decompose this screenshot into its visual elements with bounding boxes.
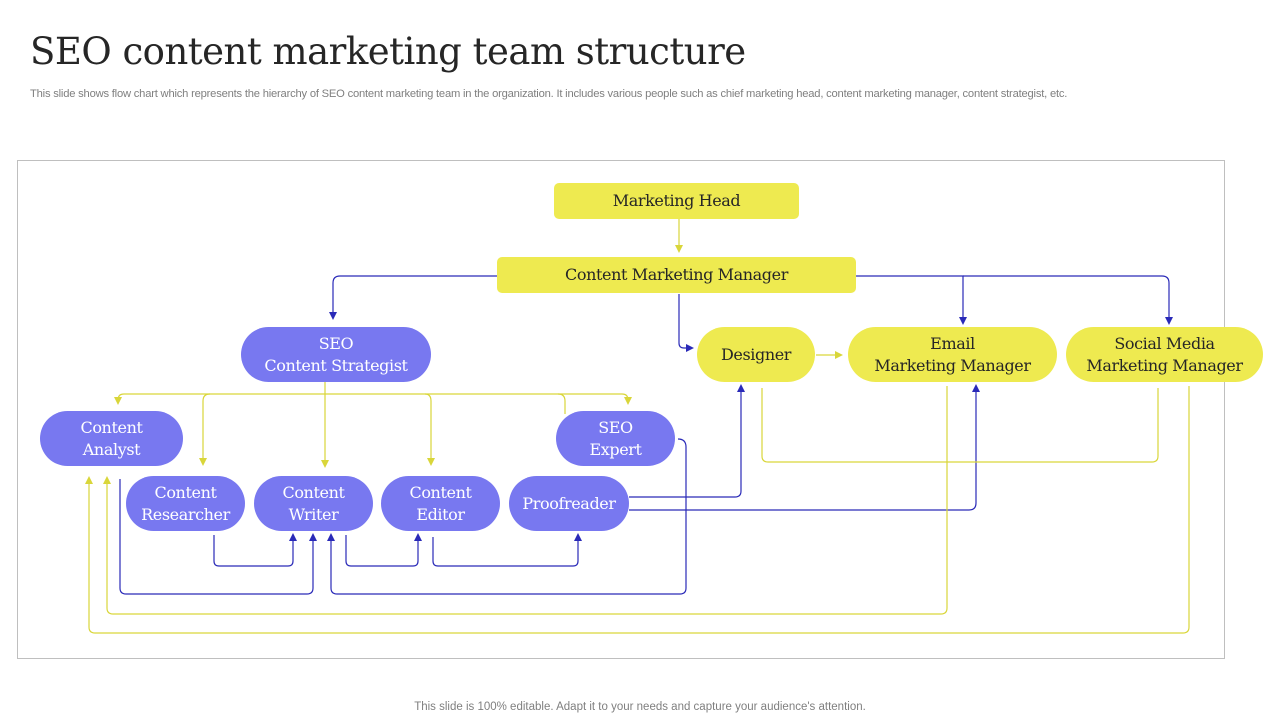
connector-analyst-to-writer <box>119 479 317 595</box>
node-proofreader[interactable]: Proofreader <box>509 476 629 531</box>
diagram-frame <box>17 160 1225 659</box>
connector-editor-to-proofreader <box>432 533 582 567</box>
node-label-line1: SEO <box>318 333 354 353</box>
connector-seo-expert-to-writer <box>327 438 687 595</box>
node-label-line1: Content <box>409 482 472 502</box>
node-label: Proofreader <box>522 493 616 513</box>
connector-strategist-to-seo-expert <box>325 393 632 405</box>
node-label-line1: Email <box>930 333 975 353</box>
node-label-line2: Editor <box>416 504 465 524</box>
connector-cmm-to-strategist <box>329 275 497 320</box>
connector-strategist-to-analyst <box>114 393 325 405</box>
node-label-line2: Marketing Manager <box>1086 355 1243 375</box>
node-label: Marketing Head <box>612 191 741 210</box>
node-label-line2: Writer <box>288 504 339 524</box>
node-label-line1: Content <box>282 482 345 502</box>
node-label-line1: Content <box>154 482 217 502</box>
slide-footer: This slide is 100% editable. Adapt it to… <box>414 701 866 713</box>
connector-cmm-to-email <box>856 275 967 325</box>
slide-subtitle: This slide shows flow chart which repres… <box>30 88 1068 100</box>
node-label-line1: Social Media <box>1114 333 1215 353</box>
slide-title: SEO content marketing team structure <box>30 30 746 73</box>
node-label-line2: Expert <box>589 439 642 459</box>
connector-strategist-to-seo-expert-2 <box>557 393 566 414</box>
connector-researcher-to-writer <box>213 533 297 567</box>
node-designer[interactable]: Designer <box>697 327 815 382</box>
node-content-marketing-manager[interactable]: Content Marketing Manager <box>497 257 856 293</box>
node-marketing-head[interactable]: Marketing Head <box>554 183 799 219</box>
node-label: Designer <box>720 344 792 364</box>
connector-email-to-analyst <box>103 386 948 615</box>
node-label-line2: Researcher <box>141 504 230 524</box>
node-label-line1: Content <box>80 417 143 437</box>
node-label-line1: SEO <box>598 417 633 437</box>
connector-cmm-to-social <box>963 275 1173 325</box>
connector-strategist-to-researcher <box>199 393 211 466</box>
connector-strategist-to-editor <box>424 393 435 466</box>
connector-designer-social-loop <box>761 388 1159 463</box>
node-label-line2: Marketing Manager <box>874 355 1031 375</box>
connector-social-to-analyst <box>85 386 1190 634</box>
node-label-line2: Analyst <box>82 439 141 459</box>
connector-writer-to-editor <box>345 533 422 567</box>
connector-proofreader-to-designer <box>629 384 745 498</box>
connector-cmm-to-designer <box>678 294 694 352</box>
node-label-line2: Content Strategist <box>264 355 408 375</box>
connector-proofreader-to-email <box>629 384 980 511</box>
node-label: Content Marketing Manager <box>565 265 788 284</box>
